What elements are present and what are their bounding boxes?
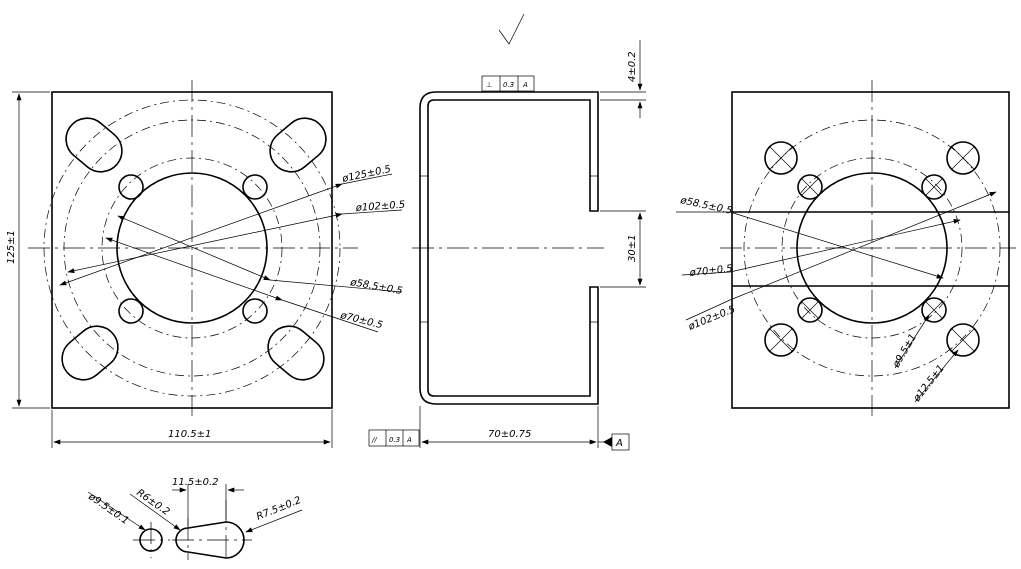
right-leaders: [676, 191, 997, 403]
datum-a-box: [611, 433, 630, 451]
datum-a-label: A: [615, 438, 623, 449]
front-dim-58: ø58.5±0.5: [348, 277, 403, 297]
section-dim-gap: 30±1: [627, 235, 638, 262]
svg-text:A: A: [406, 436, 412, 444]
parallelism-frame: // 0.3 A: [368, 429, 420, 447]
front-dim-102: ø102±0.5: [354, 200, 405, 214]
right-large-holes: [764, 141, 980, 357]
section-dim-thickness: 4±0.2: [627, 51, 638, 82]
svg-text:A: A: [522, 81, 528, 89]
right-dim-70: ø70±0.5: [688, 264, 733, 280]
detail-dim-slot-length: 11.5±0.2: [172, 477, 219, 488]
section-dim-depth: 70±0.75: [488, 429, 531, 440]
right-outline: [731, 91, 1010, 409]
right-view: ø58.5±0.5 ø70±0.5 ø102±0.5 ø9.5±1 ø12.5±…: [676, 80, 1016, 416]
slot-detail: 11.5±0.2 ø9.5±0.1 R6±0.2 R7.5±0.2: [85, 477, 303, 562]
front-dim-width: 110.5±1: [168, 429, 211, 440]
svg-text:⊥: ⊥: [486, 81, 492, 89]
channel-profile: [419, 91, 599, 405]
section-view: ⊥ 0.3 A // 0.3 A 4±0.2 30±1 70±0.75: [368, 13, 646, 451]
detail-dim-r-large: R7.5±0.2: [255, 495, 303, 523]
front-dim-height: 125±1: [6, 230, 17, 264]
svg-text:0.3: 0.3: [389, 436, 400, 444]
detail-dim-r-small: R6±0.2: [134, 487, 171, 518]
right-small-holes: [797, 174, 947, 323]
front-view: ø125±0.5 ø102±0.5 ø58.5±0.5 ø70±0.5 110.…: [6, 80, 406, 448]
right-dim-hole-large: ø12.5±1: [911, 363, 947, 405]
right-dim-58: ø58.5±0.5: [678, 195, 733, 217]
perpendicularity-frame: ⊥ 0.3 A: [481, 75, 535, 92]
detail-slot: [175, 521, 245, 559]
front-slots: [61, 117, 327, 381]
roughness-symbol: [498, 13, 525, 45]
front-leaders: [59, 173, 403, 333]
svg-text:0.3: 0.3: [503, 81, 514, 89]
front-dim-125: ø125±0.5: [340, 164, 392, 185]
svg-text://: //: [371, 436, 377, 444]
detail-dim-hole: ø9.5±0.1: [85, 491, 130, 527]
right-dim-hole-small: ø9.5±1: [891, 332, 919, 370]
front-dim-70: ø70±0.5: [338, 310, 383, 331]
